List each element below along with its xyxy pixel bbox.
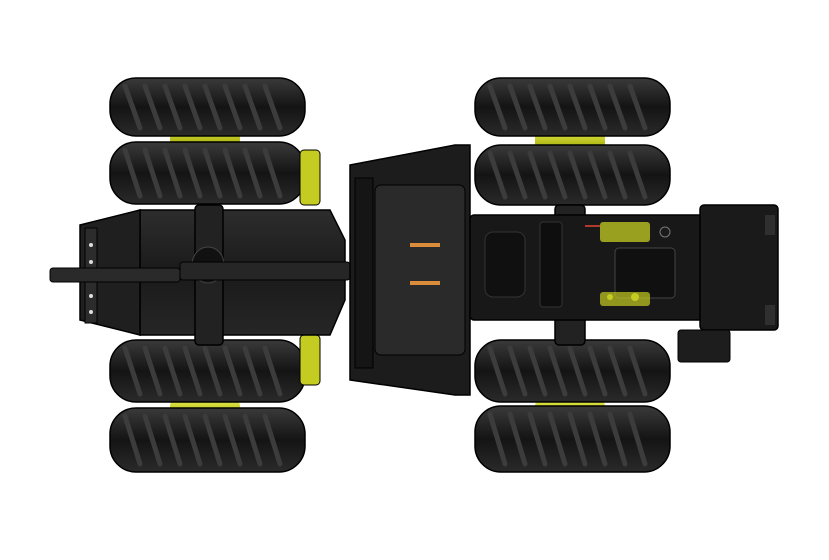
tire-rear-bottom-outer bbox=[109, 407, 306, 473]
tire-front-bottom-inner bbox=[474, 339, 671, 403]
tire-rear-bottom-inner bbox=[109, 339, 306, 403]
front-dual-wheels-bottom bbox=[474, 339, 671, 473]
rear-fender-bottom bbox=[299, 334, 321, 386]
tire-front-top-inner bbox=[474, 144, 671, 206]
engine-compartment bbox=[469, 214, 721, 321]
cab bbox=[349, 144, 471, 396]
radiator-grille bbox=[677, 204, 779, 363]
rear-dual-wheels-top bbox=[109, 77, 306, 205]
tire-front-bottom-outer bbox=[474, 405, 671, 473]
tire-front-top-outer bbox=[474, 77, 671, 137]
rear-dual-wheels-bottom bbox=[109, 339, 306, 473]
tire-rear-top-inner bbox=[109, 141, 306, 205]
tire-rear-top-outer bbox=[109, 77, 306, 137]
rear-fender-top bbox=[299, 149, 321, 206]
front-dual-wheels-top bbox=[474, 77, 671, 206]
